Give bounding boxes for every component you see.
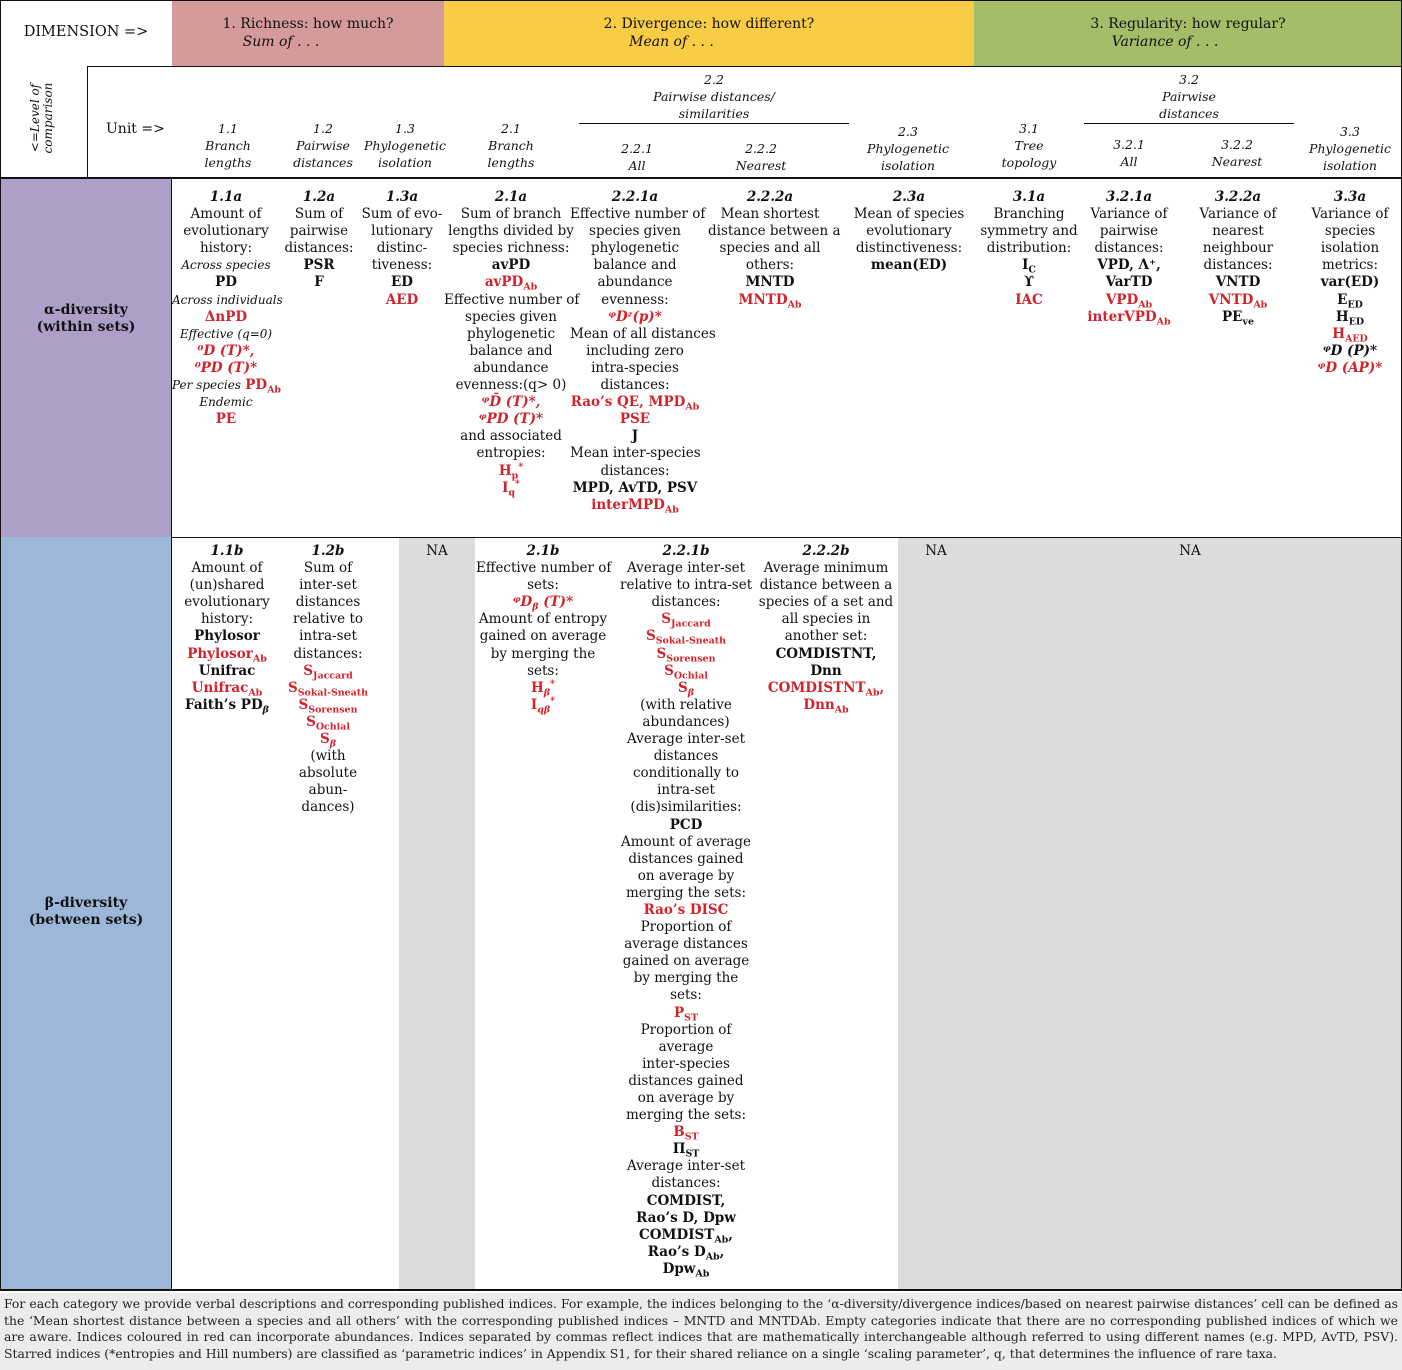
richness-header-bg: [172, 0, 444, 66]
na-label-1-3b: NA: [426, 543, 448, 559]
regularity-header-bg: [974, 0, 1402, 66]
regularity-subtitle: Variance of . . .: [1111, 34, 1219, 50]
beta-row-bg: [0, 537, 172, 1289]
divergence-header-bg: [444, 0, 974, 66]
footnote-bg: [0, 1293, 1402, 1370]
na-cell-1-3b: [399, 537, 475, 1289]
alpha-row-bg: [0, 177, 172, 537]
divergence-header: 2. Divergence: how different? Mean of . …: [444, 15, 974, 51]
na-label-2-3b: NA: [925, 543, 947, 559]
beta-row-label: β-diversity(between sets): [28, 895, 144, 928]
richness-header: 1. Richness: how much? Sum of . . .: [172, 15, 444, 51]
regularity-title: 3. Regularity: how regular?: [1090, 16, 1286, 32]
richness-subtitle: Sum of . . .: [242, 34, 320, 50]
alpha-row-label: α-diversity(within sets): [36, 302, 136, 335]
divergence-title: 2. Divergence: how different?: [603, 16, 815, 32]
richness-title: 1. Richness: how much?: [222, 16, 394, 32]
unit-label: Unit =>: [106, 121, 165, 137]
na-cell-2-3b-3b: [898, 537, 1402, 1289]
na-label-3b: NA: [1179, 543, 1201, 559]
dimension-label: DIMENSION =>: [23, 24, 149, 40]
footnote-text: For each category we provide verbal desc…: [4, 1296, 1398, 1361]
regularity-header: 3. Regularity: how regular? Variance of …: [974, 15, 1402, 51]
divergence-subtitle: Mean of . . .: [629, 34, 714, 50]
